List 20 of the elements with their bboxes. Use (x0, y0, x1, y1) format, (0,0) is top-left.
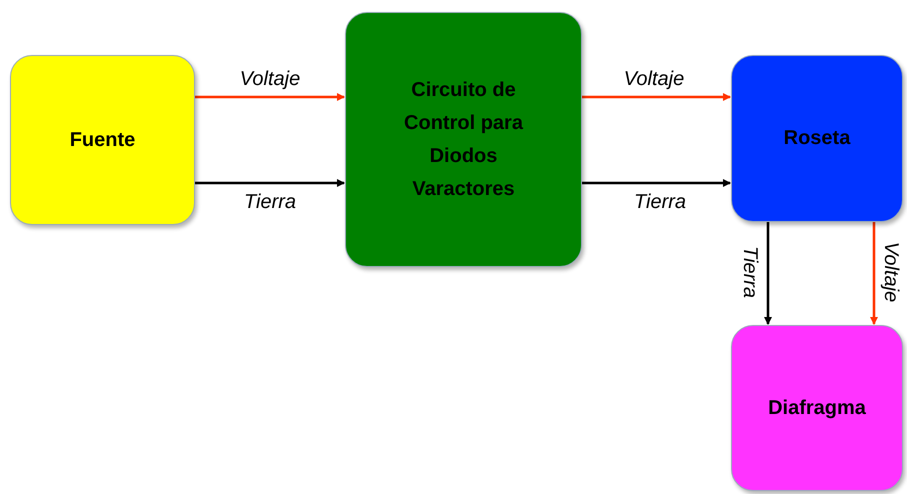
process-box (731, 55, 903, 222)
edge-label: Tierra (740, 246, 760, 298)
arrow (195, 179, 345, 187)
node-label: Fuente (70, 128, 136, 152)
arrow (582, 93, 731, 101)
edge-label: Voltaje (624, 69, 684, 89)
arrow (764, 222, 772, 325)
edge-label: Voltaje (240, 69, 300, 89)
process-box (731, 325, 903, 491)
edge-label: Tierra (244, 192, 296, 212)
process-box (345, 12, 582, 267)
node-label: Circuito de Control para Diodos Varactores (403, 78, 524, 202)
arrow (582, 179, 731, 187)
node-label: Diafragma (768, 396, 866, 420)
arrow (870, 222, 878, 325)
edge-label: Tierra (634, 192, 686, 212)
arrow (195, 93, 345, 101)
node-label: Roseta (784, 126, 850, 151)
process-box (10, 55, 195, 225)
edge-label: Voltaje (881, 242, 901, 302)
